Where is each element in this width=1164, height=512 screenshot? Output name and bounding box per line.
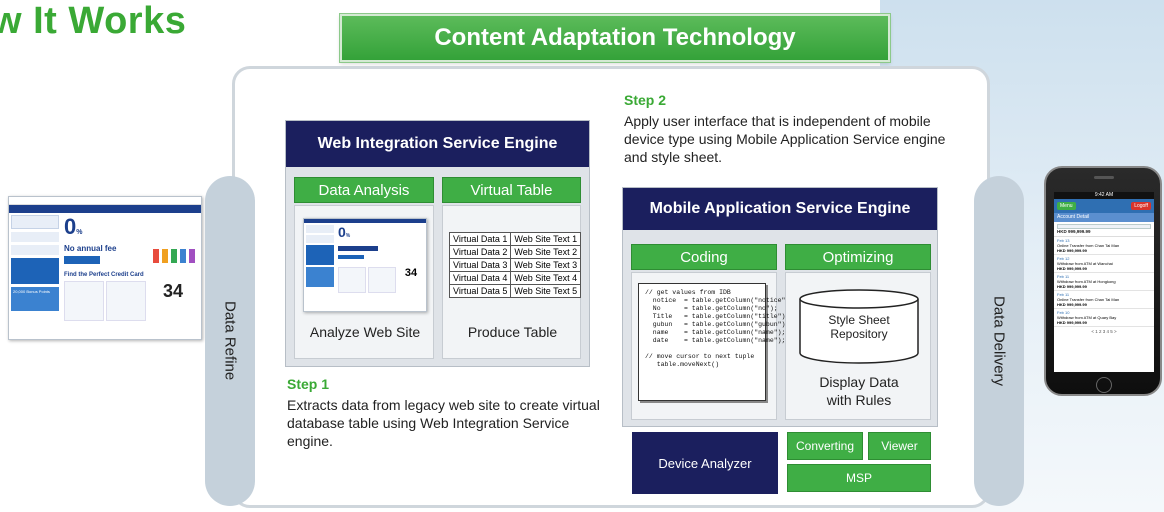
phone-home-button[interactable]: [1096, 377, 1112, 393]
virtual-data-cell: Virtual Data 3: [448, 258, 512, 272]
phone-logoff-button[interactable]: Logoff: [1131, 202, 1151, 210]
phone-entry-date: Feb 11: [1057, 292, 1070, 297]
phone-entry-date: Feb 12: [1057, 256, 1070, 261]
section-heading: Find the Perfect Credit Card: [64, 272, 144, 278]
phone-menu-button[interactable]: Menu: [1057, 202, 1076, 210]
phone-entry-desc: Withdraw from ATM at Hongkong: [1057, 279, 1116, 284]
phone-screen: 9:42 AM Menu Logoff Account Detail HKD 9…: [1054, 192, 1154, 372]
phone-entry-amount: HKD 999,999.99: [1057, 266, 1087, 271]
web-site-text-cell: Web Site Text 1: [510, 232, 582, 246]
phone-header: Account Detail: [1054, 213, 1154, 222]
legacy-website-thumbnail: 20,000 Bonus Points 0% No annual fee Fin…: [8, 196, 202, 340]
converting-box: Converting: [787, 432, 863, 460]
device-analyzer-box: Device Analyzer: [632, 432, 778, 494]
coding-bar: Coding: [631, 244, 777, 270]
data-delivery-pill: Data Delivery: [974, 176, 1024, 506]
phone-entry-amount: HKD 999,999.99: [1057, 320, 1087, 325]
headline-text: No annual fee: [64, 244, 117, 253]
phone-entry-amount: HKD 999,999.99: [1057, 302, 1087, 307]
phone-entry-date: Feb 11: [1057, 274, 1070, 279]
phone-entry-desc: Online Transfer from Chan Tai Man: [1057, 243, 1120, 248]
phone-pagination[interactable]: < 1 2 3 4 5 >: [1091, 329, 1117, 334]
data-analysis-bar: Data Analysis: [294, 177, 434, 203]
data-analysis-panel: 0% 34 Analyze Web Site: [294, 205, 434, 359]
technology-banner: Content Adaptation Technology: [339, 13, 891, 63]
repository-label: Style Sheet Repository: [828, 313, 890, 341]
data-refine-pill: Data Refine: [205, 176, 255, 506]
virtual-data-cell: Virtual Data 5: [448, 284, 512, 298]
coding-panel: // get values from IDB notice = table.ge…: [631, 272, 793, 420]
web-site-text-cell: Web Site Text 4: [510, 271, 582, 285]
produce-table-caption: Produce Table: [467, 324, 558, 340]
web-site-text-cell: Web Site Text 5: [510, 284, 582, 298]
phone-entry-desc: Online Transfer from Chan Tai Man: [1057, 297, 1120, 302]
web-integration-engine: Web Integration Service Engine Data Anal…: [285, 120, 590, 367]
display-data-caption: Display Data with Rules: [819, 374, 899, 408]
phone-entry-date: Feb 10: [1057, 310, 1070, 315]
virtual-data-cell: Virtual Data 1: [448, 232, 512, 246]
phone-amount: HKD 999,999.99: [1057, 229, 1091, 234]
web-site-text-cell: Web Site Text 2: [510, 245, 582, 259]
phone-speaker: [1094, 176, 1114, 179]
phone-entry-amount: HKD 999,999.99: [1057, 248, 1087, 253]
step2-text: Apply user interface that is independent…: [624, 113, 946, 165]
viewer-box: Viewer: [868, 432, 931, 460]
analyzed-site-thumbnail: 0% 34: [303, 218, 427, 312]
phone-device: 9:42 AM Menu Logoff Account Detail HKD 9…: [1044, 166, 1162, 396]
web-site-text-cell: Web Site Text 3: [510, 258, 582, 272]
style-sheet-repository-cylinder: [799, 289, 919, 364]
step1-label: Step 1: [287, 376, 330, 392]
phone-entry-desc: Withdraw from ATM at Wanchai: [1057, 261, 1113, 266]
code-snippet: // get values from IDB notice = table.ge…: [638, 283, 793, 401]
analyzed-big-number: 34: [404, 267, 418, 279]
msp-box: MSP: [787, 464, 931, 492]
virtual-data-cell: Virtual Data 2: [448, 245, 512, 259]
web-engine-title: Web Integration Service Engine: [286, 121, 589, 167]
data-refine-label: Data Refine: [221, 301, 239, 381]
step1-text: Extracts data from legacy web site to cr…: [287, 397, 600, 449]
data-delivery-label: Data Delivery: [990, 295, 1008, 387]
phone-status-time: 9:42 AM: [1054, 192, 1154, 199]
phone-entry-amount: HKD 999,999.99: [1057, 284, 1087, 289]
mobile-engine-title: Mobile Application Service Engine: [623, 188, 937, 230]
optimizing-bar: Optimizing: [785, 244, 931, 270]
big-number: 34: [162, 281, 184, 301]
mobile-application-engine: Mobile Application Service Engine Coding…: [622, 187, 938, 427]
phone-entry-date: Feb 13: [1057, 238, 1070, 243]
virtual-data-cell: Virtual Data 4: [448, 271, 512, 285]
step2-label: Step 2: [624, 92, 667, 108]
page-title: w It Works: [0, 0, 187, 42]
optimizing-panel: Style Sheet Repository Display Data with…: [785, 272, 931, 420]
phone-entry-desc: Withdraw from ATM at Quary Bay: [1057, 315, 1117, 320]
promo-block: 20,000 Bonus Points: [11, 287, 59, 311]
analyze-caption: Analyze Web Site: [309, 324, 421, 340]
virtual-table-bar: Virtual Table: [442, 177, 581, 203]
